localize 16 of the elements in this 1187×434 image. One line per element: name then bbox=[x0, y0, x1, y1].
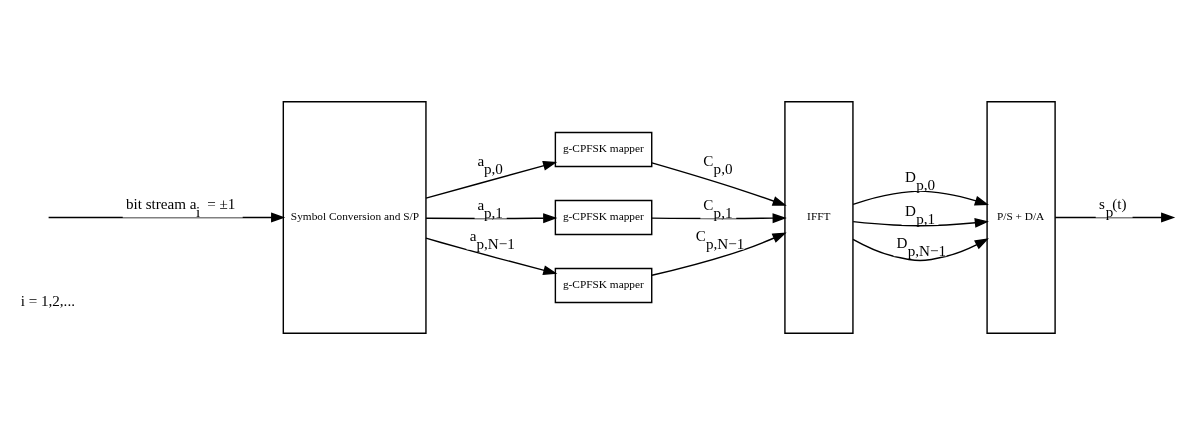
arrow bbox=[425, 236, 558, 275]
node-box: Symbol Conversion and S/P bbox=[282, 100, 427, 334]
arrow bbox=[852, 189, 989, 205]
node-box: IFFT bbox=[784, 100, 854, 334]
node-box: g-CPFSK mapper bbox=[554, 267, 653, 303]
arrow bbox=[651, 212, 787, 223]
arrow bbox=[852, 237, 989, 261]
arrow bbox=[425, 160, 558, 199]
arrow bbox=[651, 161, 787, 206]
node-box: g-CPFSK mapper bbox=[554, 199, 653, 235]
arrow bbox=[425, 212, 558, 223]
arrow bbox=[852, 217, 989, 228]
label: i = 1,2,... bbox=[20, 292, 75, 309]
node-box: P/S + D/A bbox=[986, 100, 1056, 334]
node-box: g-CPFSK mapper bbox=[554, 131, 653, 167]
arrow bbox=[651, 232, 787, 276]
